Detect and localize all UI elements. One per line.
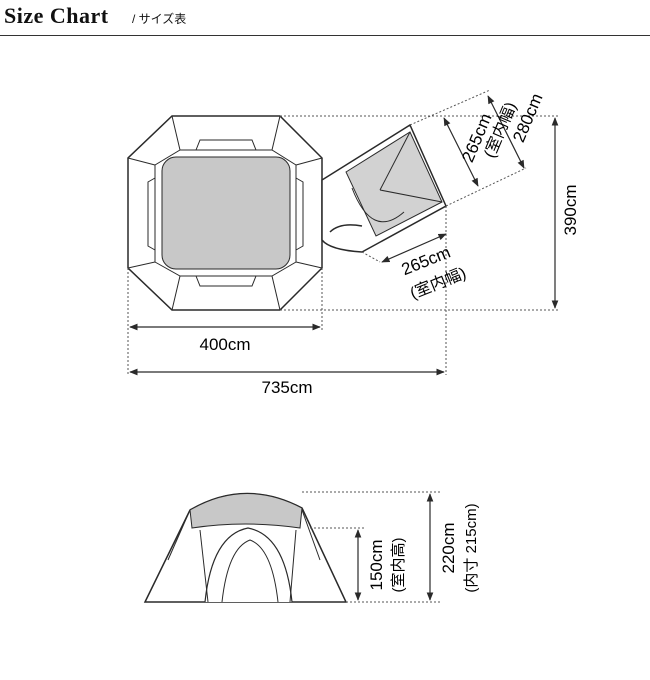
dim-label-400: 400cm: [199, 335, 250, 354]
door-arch: [204, 527, 293, 603]
dim-line-265-lower: [381, 233, 447, 263]
vestibule: [321, 123, 447, 253]
plan-view: 400cm 735cm 390cm 280cm 265cm (室内幅) 265c…: [127, 89, 580, 397]
side-tabs: [147, 139, 304, 287]
roof-band: [189, 493, 303, 529]
header: Size Chart / サイズ表: [0, 0, 650, 36]
dim-label-735: 735cm: [261, 378, 312, 397]
dim-line-280: [487, 95, 525, 169]
dim-note-150: (室内高): [390, 538, 407, 593]
dim-line-265-diag: [443, 117, 479, 187]
side-view: 150cm (室内高) 220cm (内寸 215cm): [143, 491, 480, 603]
dim-label-220: 220cm: [439, 522, 458, 573]
page-title: Size Chart: [4, 3, 109, 28]
page-subtitle: / サイズ表: [132, 12, 187, 26]
roof-spokes: [127, 115, 323, 311]
side-extension-lines: [302, 491, 440, 603]
dim-label-150: 150cm: [367, 539, 386, 590]
dim-label-390: 390cm: [561, 184, 580, 235]
dim-note-220: (内寸 215cm): [463, 503, 480, 592]
header-divider: [0, 35, 650, 36]
floor-area: [161, 156, 291, 270]
